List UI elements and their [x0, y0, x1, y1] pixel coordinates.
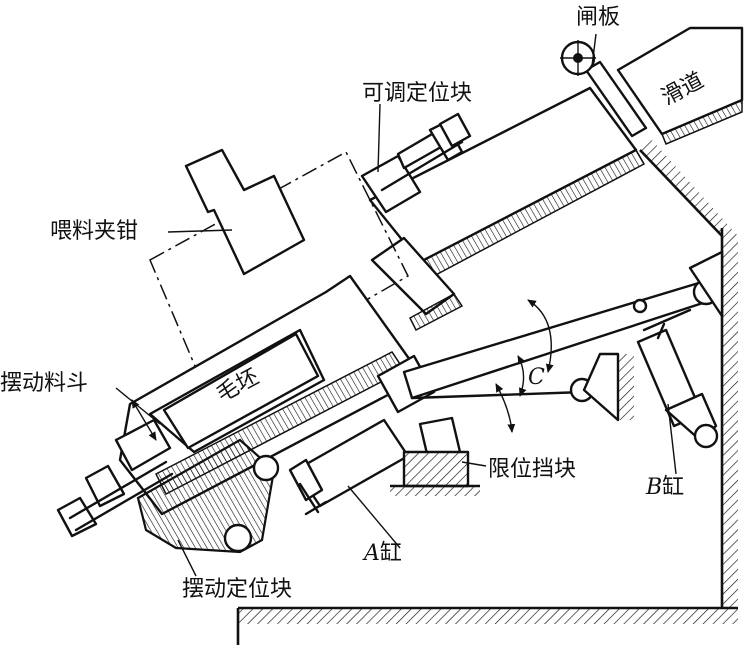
- chute: [616, 26, 744, 145]
- label-cylinder-b-suffix: 缸: [662, 475, 684, 500]
- label-cylinder-b: B缸: [645, 475, 684, 500]
- label-cylinder-a-suffix: 缸: [380, 541, 402, 566]
- cylinder-b: [636, 308, 719, 449]
- label-feed-tongs: 喂料夹钳: [50, 219, 138, 244]
- label-swing-block: 摆动定位块: [182, 577, 292, 602]
- feed-tongs: [149, 148, 409, 394]
- label-cylinder-b-letter: B: [645, 475, 662, 500]
- linkage-arm: [402, 250, 724, 433]
- gate: [560, 40, 648, 138]
- swing-arrow: [131, 399, 157, 441]
- frame-wall: [236, 140, 738, 645]
- label-adjustable-block: 可调定位块: [362, 81, 472, 106]
- label-cylinder-a: A缸: [362, 541, 402, 566]
- adjustable-block: [360, 112, 472, 214]
- label-swing-hopper: 摆动料斗: [0, 371, 88, 396]
- label-limit-block: 限位挡块: [488, 457, 576, 482]
- upper-channel: [368, 86, 646, 332]
- swing-positioning-block: [56, 438, 280, 554]
- label-gate: 闸板: [576, 5, 620, 30]
- label-angle-c: C: [528, 365, 545, 390]
- limit-block: [390, 416, 480, 496]
- label-cylinder-a-letter: A: [362, 541, 380, 566]
- leader-lines: [115, 33, 677, 577]
